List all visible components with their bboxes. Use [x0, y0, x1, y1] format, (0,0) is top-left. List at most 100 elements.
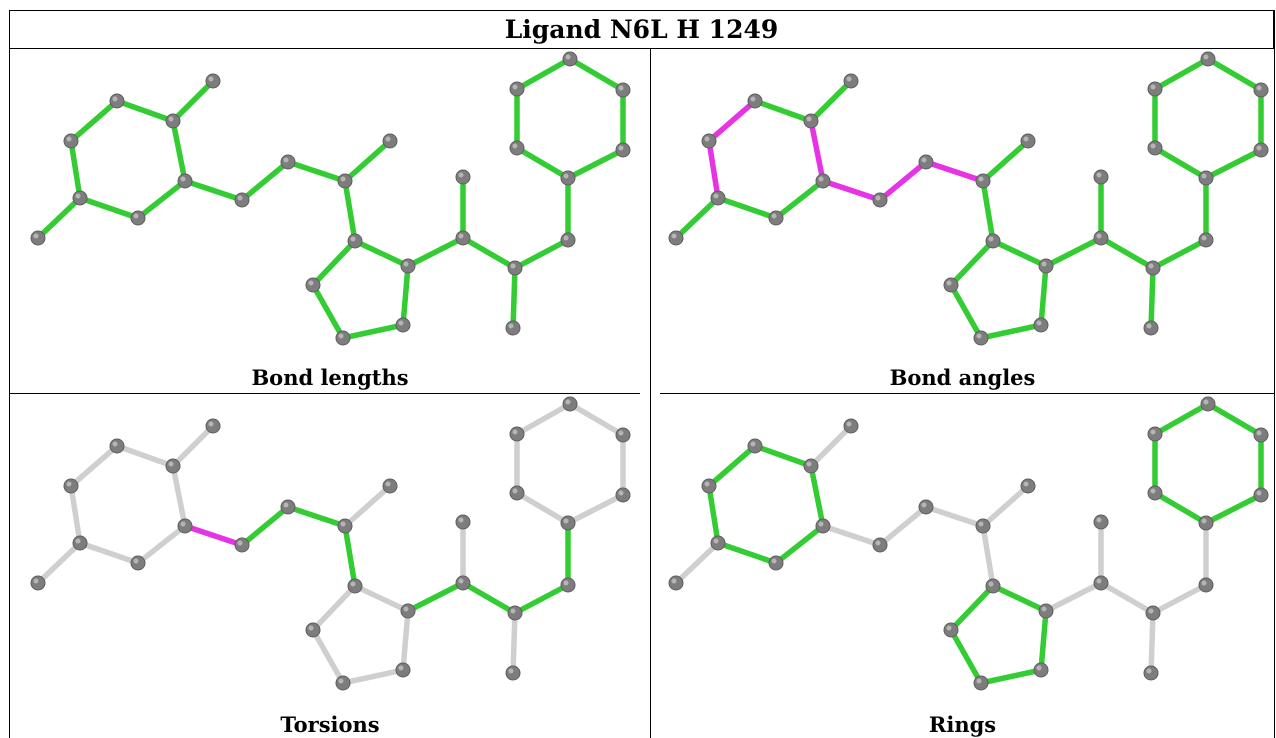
atom [509, 81, 525, 97]
bond [948, 627, 984, 686]
bond [68, 138, 83, 201]
bond [715, 195, 779, 221]
atom [455, 169, 471, 185]
atom-highlight [921, 502, 927, 508]
atom [1143, 320, 1159, 336]
atom-highlight [704, 481, 710, 487]
atom-highlight [1148, 608, 1154, 614]
bond [405, 580, 466, 614]
atom [1093, 169, 1109, 185]
bond [567, 401, 626, 438]
atom-highlight [988, 236, 994, 242]
atom-highlight [75, 193, 81, 199]
atom-highlight [1203, 399, 1209, 405]
atom [560, 577, 576, 593]
atom [509, 140, 525, 156]
atom-highlight [1150, 429, 1156, 435]
atom [872, 537, 888, 553]
grid-line [1274, 10, 1275, 738]
bond [808, 78, 854, 124]
grid-line [660, 393, 1274, 394]
atom-highlight [988, 581, 994, 587]
atom [400, 603, 416, 619]
atom-highlight [168, 461, 174, 467]
panel-bond-angles: Bond angles [651, 49, 1274, 393]
atom-highlight [1148, 263, 1154, 269]
panel-caption: Bond lengths [251, 365, 409, 390]
atom [1143, 665, 1159, 681]
atom-highlight [340, 176, 346, 182]
atom-highlight [618, 85, 624, 91]
atom-highlight [946, 625, 952, 631]
atom-highlight [1256, 85, 1262, 91]
atom [1033, 662, 1049, 678]
bond [340, 322, 406, 341]
atom [109, 438, 125, 454]
atom-highlight [458, 517, 464, 523]
atom [165, 458, 181, 474]
bond [706, 443, 758, 489]
atom [1093, 230, 1109, 246]
panel-caption: Torsions [280, 712, 380, 737]
atom [562, 51, 578, 67]
atom [72, 190, 88, 206]
atom [280, 154, 296, 170]
atom-highlight [458, 233, 464, 239]
atom-highlight [1256, 145, 1262, 151]
bond [1203, 147, 1264, 181]
atom-highlight [771, 558, 777, 564]
atom-highlight [978, 176, 984, 182]
atom-highlight [976, 678, 982, 684]
atom-highlight [1023, 481, 1029, 487]
atom-highlight [283, 502, 289, 508]
bond [405, 235, 466, 269]
panel-bond-lengths: Bond lengths [10, 49, 650, 393]
atom [1198, 515, 1214, 531]
atom-highlight [308, 625, 314, 631]
atom [347, 233, 363, 249]
atom [815, 173, 831, 189]
atom [347, 578, 363, 594]
bond [239, 504, 291, 548]
atom [507, 260, 523, 276]
atom [975, 173, 991, 189]
atom [177, 173, 193, 189]
atom-highlight [1146, 668, 1152, 674]
molecule-rings [668, 396, 1269, 691]
atom-highlight [1036, 320, 1042, 326]
bond [342, 523, 358, 589]
atom [747, 93, 763, 109]
atom [30, 230, 46, 246]
bond [948, 238, 996, 288]
atom-highlight [350, 581, 356, 587]
atom [234, 192, 250, 208]
bond [170, 423, 216, 469]
bond [400, 608, 411, 673]
atom [1093, 514, 1109, 530]
atom-highlight [1096, 578, 1102, 584]
bond [1152, 490, 1209, 526]
atom-highlight [1096, 517, 1102, 523]
atom-highlight [385, 481, 391, 487]
grid-line [9, 48, 1275, 49]
atom [615, 427, 631, 443]
molecule-bond-angles [668, 51, 1269, 346]
atom [1033, 317, 1049, 333]
atom [507, 605, 523, 621]
atom [335, 330, 351, 346]
atom [395, 662, 411, 678]
atom [560, 170, 576, 186]
atom [918, 154, 934, 170]
bond [877, 159, 929, 203]
atom-highlight [806, 116, 812, 122]
bond [512, 582, 571, 616]
atom [973, 330, 989, 346]
atom [803, 113, 819, 129]
atom [1020, 133, 1036, 149]
bond [980, 483, 1031, 529]
atom [1253, 82, 1269, 98]
atom-highlight [875, 540, 881, 546]
atom-highlight [671, 233, 677, 239]
bond [460, 580, 518, 616]
bond [35, 540, 83, 586]
